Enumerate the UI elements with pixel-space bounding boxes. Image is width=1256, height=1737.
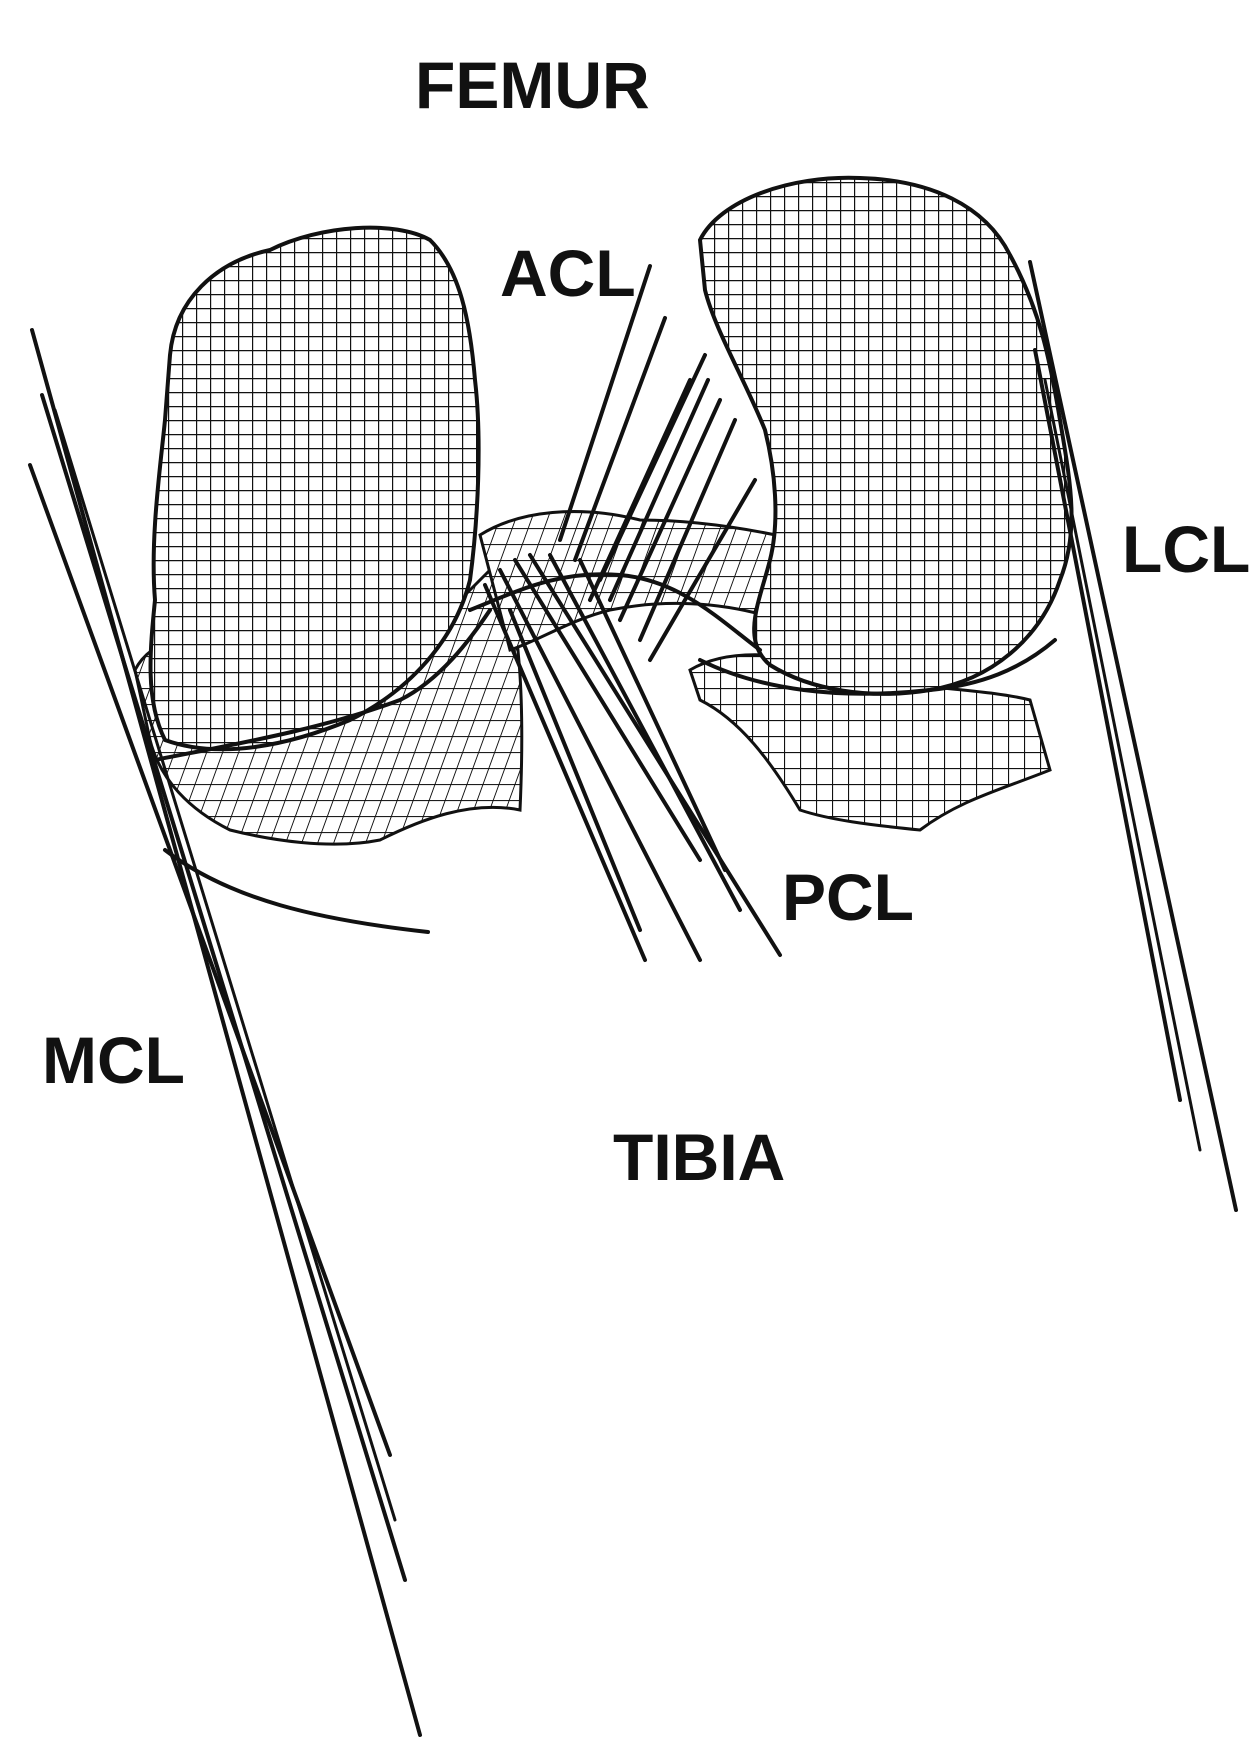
mcl-label: MCL	[42, 1023, 185, 1097]
lateral-femoral-condyle-mesh	[700, 178, 1072, 694]
lcl-fiber	[1045, 380, 1200, 1150]
lcl-fiber	[1035, 350, 1180, 1100]
tibia-label: TIBIA	[613, 1120, 785, 1194]
acl-label: ACL	[500, 236, 636, 310]
femur-label: FEMUR	[415, 48, 650, 122]
lcl-fibers	[1030, 262, 1236, 1210]
lcl-fiber	[1030, 262, 1236, 1210]
lcl-label: LCL	[1122, 512, 1250, 586]
pcl-label: PCL	[782, 860, 914, 934]
